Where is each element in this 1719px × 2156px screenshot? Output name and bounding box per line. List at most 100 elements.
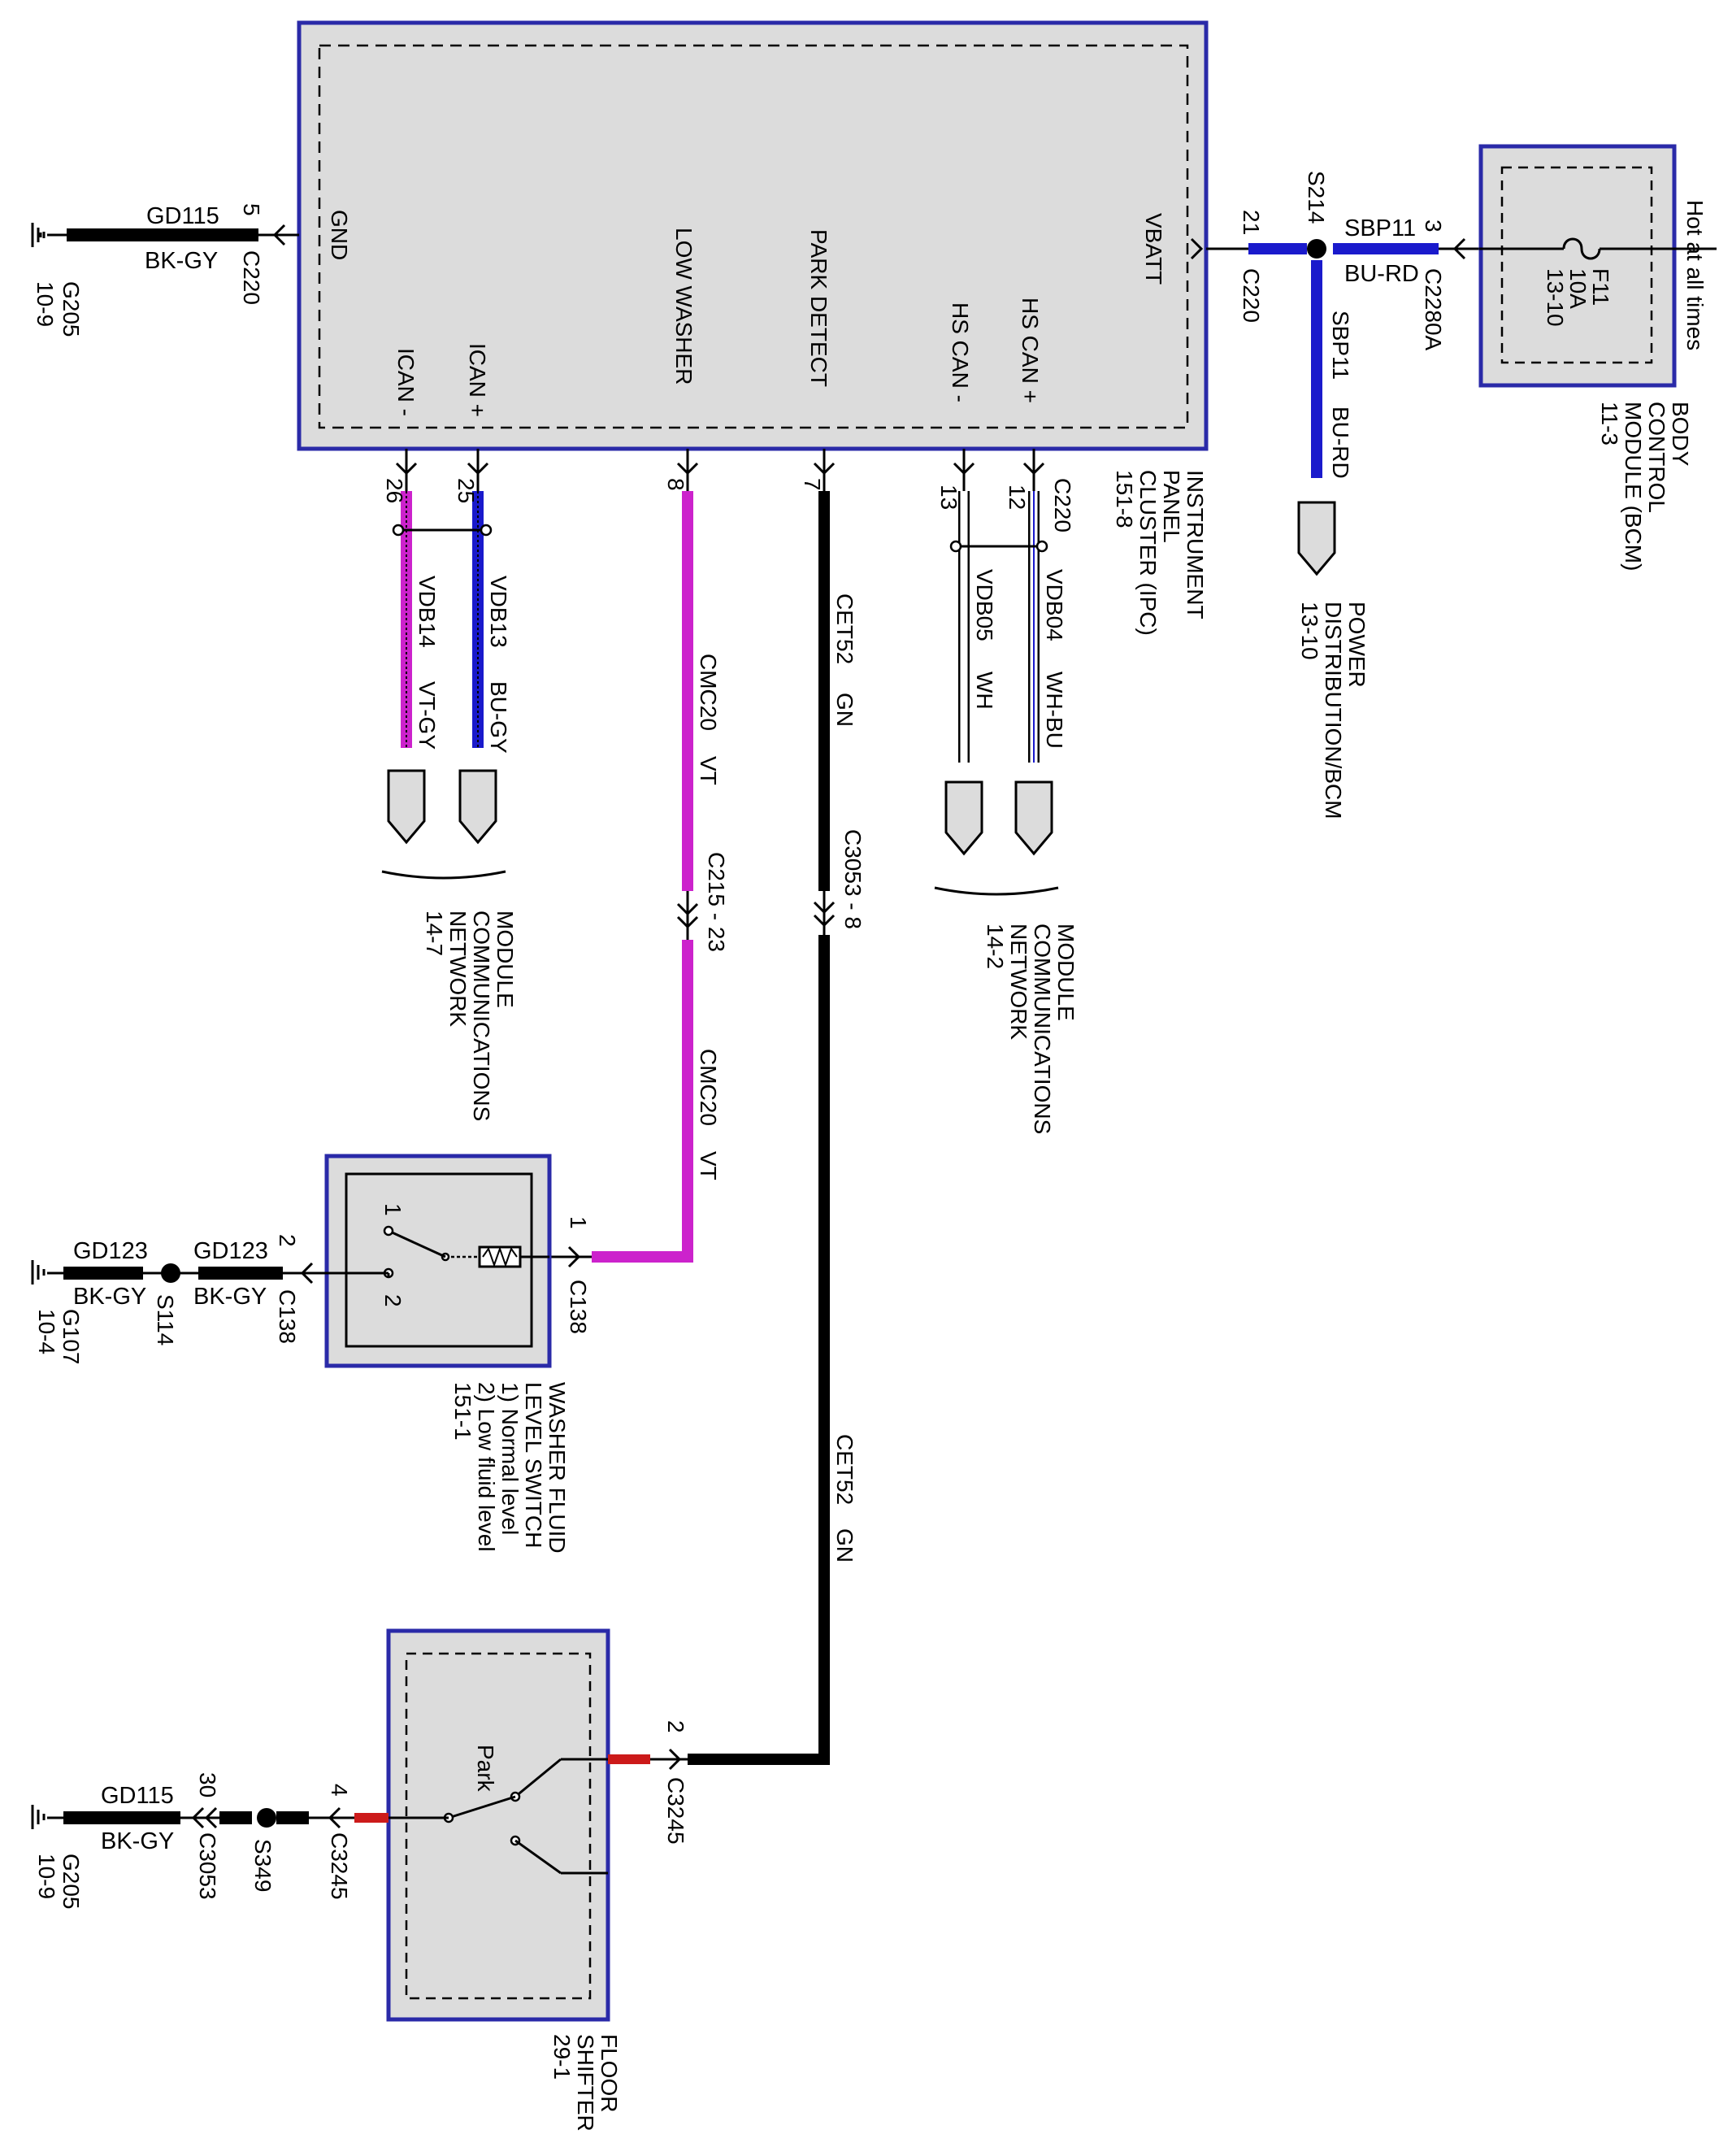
connector-arrow-icon: [676, 902, 699, 916]
washer-switch-name: WASHER FLUID LEVEL SWITCH 1) Normal leve…: [450, 1382, 570, 1554]
connector-arrow-icon: [300, 1262, 314, 1284]
park-connector: C3245: [663, 1777, 688, 1845]
cet52-a-circuit: CET52: [832, 593, 857, 664]
park-pin-ipc: 7: [800, 478, 825, 491]
bcm-hot-label: Hot at all times: [1682, 200, 1708, 350]
hscan-pin-minus: 13: [936, 485, 962, 510]
splice-s214-label: S214: [1304, 171, 1329, 224]
washer-gnd-connector: C138: [275, 1289, 300, 1344]
gd123-b-circuit: GD123: [193, 1238, 268, 1264]
ican-network-label: MODULE COMMUNICATIONS NETWORK 14-7: [422, 911, 518, 1121]
ipc-pin-park-detect-label: PARK DETECT: [806, 229, 831, 387]
connector-arrow-icon: [191, 1806, 205, 1829]
connector-arrow-icon: [328, 1806, 341, 1829]
gd115-top-page: 10-9: [33, 281, 58, 327]
bcm-module-box: [1478, 144, 1677, 388]
power-distribution-arrow-icon: [1297, 501, 1336, 576]
vdb05-color: WH: [972, 672, 997, 710]
svg-text:1) Normal level: 1) Normal level: [497, 1382, 523, 1535]
washer-switch: 1 2 WASHER FLUID LEVEL SWITCH 1) Normal …: [324, 1154, 570, 1554]
ipc-pin-hscan-plus-label: HS CAN +: [1018, 298, 1043, 403]
svg-text:29-1: 29-1: [549, 2034, 575, 2080]
svg-text:NETWORK: NETWORK: [445, 911, 471, 1027]
ipc-module-inner: [318, 44, 1189, 429]
fuse-page: 13-10: [1543, 268, 1568, 327]
svg-text:LEVEL SWITCH: LEVEL SWITCH: [521, 1382, 546, 1548]
gd115-top-pin: 5: [239, 203, 264, 216]
connector-arrow-icon: [813, 901, 836, 915]
connector-arrow-icon: [1190, 237, 1204, 260]
shifter-ground-id: G205: [59, 1854, 84, 1910]
washer-pin-switch: 1: [566, 1216, 591, 1229]
gd115-bottom-circuit: GD115: [101, 1783, 174, 1809]
connector-arrow-icon: [813, 914, 836, 928]
connector-arrow-icon: [567, 1245, 581, 1268]
ipc-pin-low-washer-label: LOW WASHER: [671, 228, 697, 385]
cmc20-b-circuit: CMC20: [696, 1049, 721, 1126]
connector-arrow-icon: [813, 462, 836, 476]
svg-text:14-7: 14-7: [422, 911, 447, 956]
cet52-a-color: GN: [832, 693, 857, 727]
splice-s214-dot: [1307, 239, 1326, 259]
shifter-gnd-inline-pin: 30: [195, 1772, 220, 1797]
brace-icon: [934, 886, 1059, 896]
park-switch-label: Park: [473, 1745, 498, 1793]
cmc20-a-color: VT: [696, 756, 721, 785]
power-connector-bcm: C2280A: [1421, 268, 1446, 351]
twisted-pair-icon: [392, 524, 405, 537]
ground-top: GD115 BK-GY 5 C220 G205 10-9: [31, 203, 299, 337]
svg-text:SHIFTER: SHIFTER: [573, 2034, 598, 2132]
brace-icon: [381, 870, 506, 880]
park-inline-connector: C3053 - 8: [840, 829, 866, 929]
hscan-minus-arrow-icon: [944, 780, 983, 856]
ipc-pin-ican-minus-label: ICAN -: [393, 348, 419, 416]
switch-blade-icon: [448, 1795, 516, 1819]
hscan-pin-plus: 12: [1005, 485, 1030, 510]
gd123-b-color: BK-GY: [193, 1284, 267, 1310]
sbp11-h-color: BU-RD: [1344, 261, 1419, 287]
splice-s349-label: S349: [250, 1839, 276, 1892]
svg-text:BODY: BODY: [1668, 402, 1693, 467]
twisted-pair-icon: [949, 540, 962, 553]
washer-ground-page: 10-4: [34, 1309, 59, 1354]
connector-arrow-icon: [1022, 462, 1045, 476]
svg-text:11-3: 11-3: [1597, 402, 1622, 446]
shifter-gnd-pin: 4: [327, 1784, 352, 1797]
shifter-gnd-connector: C3245: [327, 1832, 352, 1900]
sbp11-v-color: BU-RD: [1328, 406, 1353, 479]
connector-arrow-icon: [676, 462, 699, 476]
connector-arrow-icon: [1452, 237, 1466, 260]
svg-text:151-1: 151-1: [450, 1382, 475, 1441]
ipc-pin-hscan-minus-label: HS CAN -: [948, 302, 973, 402]
shifter-ground: GD115 BK-GY 30 C3053 S349 4 C3245 G205 1…: [31, 1772, 354, 1910]
svg-text:DISTRIBUTION/BCM: DISTRIBUTION/BCM: [1321, 602, 1346, 819]
cmc20-b-color: VT: [696, 1151, 721, 1180]
ipc-pin-ican-plus-label: ICAN +: [465, 343, 490, 417]
hscan-network-label: MODULE COMMUNICATIONS NETWORK 14-2: [983, 924, 1079, 1134]
vdb13-color: BU-GY: [486, 681, 511, 754]
ipc-pin-gnd-label: GND: [327, 210, 352, 260]
sbp11-h-circuit: SBP11: [1344, 215, 1416, 241]
fuse-amps: 10A: [1565, 268, 1591, 309]
ican-minus-arrow-icon: [387, 769, 426, 845]
svg-text:CONTROL: CONTROL: [1644, 402, 1669, 513]
vdb05-circuit: VDB05: [972, 569, 997, 641]
cet52-b-circuit: CET52: [832, 1434, 857, 1505]
ipc-module: GND VBATT LOW WASHER PARK DETECT ICAN - …: [297, 20, 1209, 636]
ipc-name: INSTRUMENT PANEL CLUSTER (IPC) 151-8: [1112, 470, 1208, 636]
svg-text:INSTRUMENT: INSTRUMENT: [1183, 470, 1208, 619]
svg-text:WASHER FLUID: WASHER FLUID: [545, 1382, 570, 1554]
svg-text:MODULE: MODULE: [493, 911, 518, 1008]
floor-shifter-name: FLOOR SHIFTER 29-1: [549, 2034, 622, 2132]
gd123-a-color: BK-GY: [73, 1284, 146, 1310]
cet52-b-color: GN: [832, 1528, 857, 1563]
svg-text:2) Low fluid level: 2) Low fluid level: [474, 1382, 499, 1552]
cmc20-a-circuit: CMC20: [696, 654, 721, 731]
vdb04-color: WH-BU: [1042, 672, 1067, 749]
gd115-top-circuit: GD115: [146, 203, 219, 229]
ican-plus-arrow-icon: [458, 769, 497, 845]
svg-text:PANEL: PANEL: [1159, 470, 1184, 543]
ipc-pin-vbatt-label: VBATT: [1141, 213, 1166, 285]
shifter-ground-page: 10-9: [34, 1854, 59, 1899]
washer-contact-2: 2: [380, 1294, 406, 1307]
